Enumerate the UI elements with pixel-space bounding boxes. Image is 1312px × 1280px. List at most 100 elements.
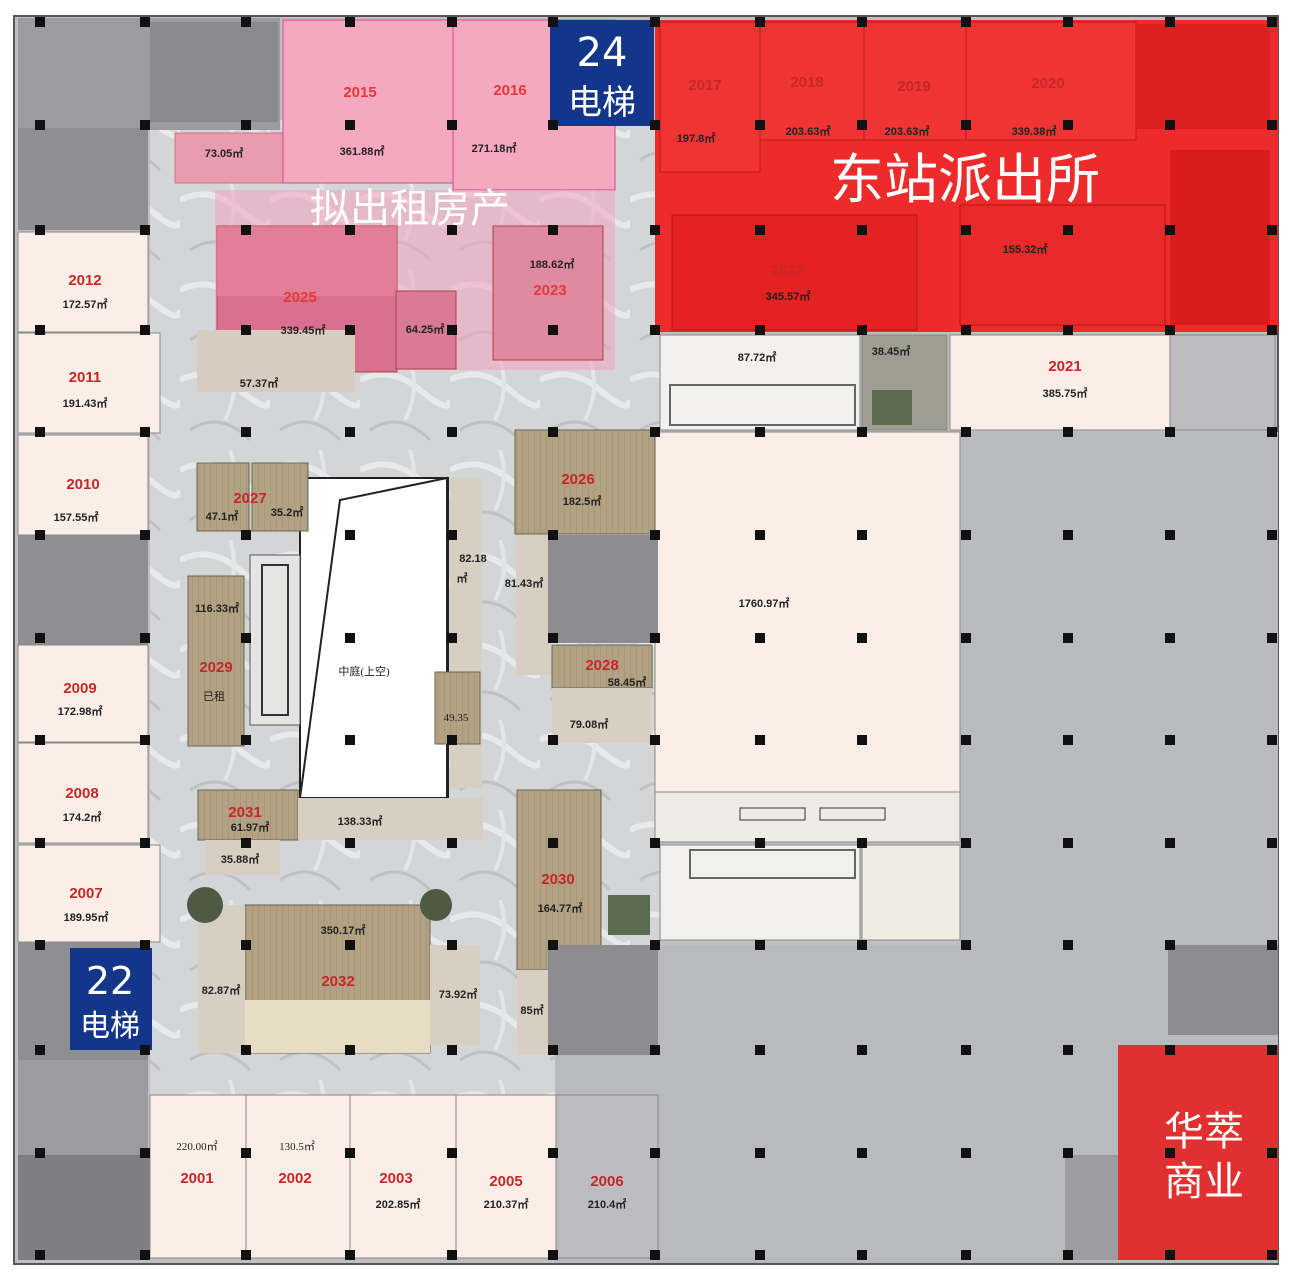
unit-85[interactable] (517, 970, 549, 1055)
column (1165, 225, 1175, 235)
unit-2019-area: 203.63㎡ (885, 124, 930, 138)
unit-38-45-area: 38.45㎡ (872, 344, 911, 358)
unit-81-43[interactable] (516, 535, 551, 675)
unit-2020[interactable] (965, 21, 1137, 141)
column (548, 1148, 558, 1158)
unit-2027-a[interactable] (196, 462, 250, 532)
column (140, 427, 150, 437)
unit-2018[interactable] (759, 21, 865, 141)
unit-2027-id: 2027 (233, 490, 266, 507)
unit-2016-area: 271.18㎡ (472, 141, 517, 155)
unit-2002[interactable] (245, 1094, 351, 1259)
column (1063, 530, 1073, 540)
unit-2006[interactable] (555, 1094, 659, 1259)
unit-2008[interactable] (17, 742, 149, 844)
column (140, 1250, 150, 1260)
column (447, 1148, 457, 1158)
column (650, 838, 660, 848)
unit-81-43-area: 81.43㎡ (505, 576, 544, 590)
unit-2023-area: 188.62㎡ (530, 257, 575, 271)
column (1267, 225, 1277, 235)
column (35, 120, 45, 130)
column (961, 1250, 971, 1260)
column (140, 1148, 150, 1158)
unit-64-25[interactable] (395, 290, 457, 370)
column (548, 940, 558, 950)
column (1063, 838, 1073, 848)
column (345, 1250, 355, 1260)
unit-49-35-area: 49.35 (444, 712, 469, 724)
unit-2010[interactable] (17, 434, 149, 536)
column (961, 427, 971, 437)
unit-2003[interactable] (349, 1094, 457, 1259)
unit-2021[interactable] (949, 334, 1171, 431)
unit-1760-97[interactable] (654, 431, 961, 793)
column (345, 1045, 355, 1055)
unit-2008-id: 2008 (65, 785, 98, 802)
unit-2030-id: 2030 (541, 871, 574, 888)
unit-2010-id: 2010 (66, 476, 99, 493)
column (140, 735, 150, 745)
unit-2021-id: 2021 (1048, 358, 1081, 375)
unit-2017[interactable] (659, 21, 761, 173)
unit-2005[interactable] (455, 1094, 557, 1259)
unit-57-37[interactable] (197, 330, 355, 392)
unit-2002-id: 2002 (278, 1170, 311, 1187)
unit-2019[interactable] (863, 21, 967, 141)
unit-2012[interactable] (17, 231, 149, 333)
unit-2029[interactable] (187, 575, 245, 747)
unit-2022[interactable] (671, 214, 918, 331)
column (447, 17, 457, 27)
unit-2020-id: 2020 (1031, 75, 1064, 92)
column (35, 17, 45, 27)
unit-2031[interactable] (197, 789, 299, 841)
unit-2028-id: 2028 (585, 657, 618, 674)
column (1165, 940, 1175, 950)
unit-73-05[interactable] (174, 132, 286, 184)
column (140, 1045, 150, 1055)
column (345, 940, 355, 950)
huacui-label-1: 华萃 (1164, 1109, 1244, 1155)
unit-2029-rented: 已租 (203, 690, 225, 703)
unit-2023[interactable] (492, 225, 604, 361)
unit-2029-id: 2029 (199, 659, 232, 676)
unit-2007[interactable] (17, 844, 161, 943)
unit-2009[interactable] (17, 644, 149, 743)
column (857, 17, 867, 27)
unit-82-87[interactable] (198, 905, 245, 1053)
unit-57-37-area: 57.37㎡ (240, 376, 279, 390)
column (755, 17, 765, 27)
unit-2015[interactable] (282, 19, 454, 184)
unit-138-33[interactable] (298, 798, 483, 840)
unit-73-92[interactable] (430, 945, 480, 1045)
column (1267, 325, 1277, 335)
unit-1760-97-area: 1760.97㎡ (739, 596, 790, 610)
unit-2008-area: 174.2㎡ (63, 810, 102, 824)
unit-2026[interactable] (514, 429, 656, 535)
column (1267, 735, 1277, 745)
unit-49-35[interactable] (434, 671, 481, 745)
unit-2028[interactable] (551, 644, 653, 689)
column (345, 120, 355, 130)
tree-2 (420, 889, 452, 921)
column (755, 1148, 765, 1158)
column (140, 325, 150, 335)
unit-2011[interactable] (17, 332, 161, 434)
escalator-north (669, 384, 856, 426)
column (345, 225, 355, 235)
unit-87-72[interactable] (659, 334, 861, 431)
planter-south (608, 895, 650, 935)
unit-79-08[interactable] (552, 688, 652, 743)
unit-2001[interactable] (149, 1094, 247, 1259)
unit-2027-b[interactable] (251, 462, 309, 532)
unit-64-25-area: 64.25㎡ (406, 322, 445, 336)
unit-155-32[interactable] (959, 204, 1166, 326)
unit-35-88-area: 35.88㎡ (221, 852, 260, 866)
column (345, 530, 355, 540)
column (1165, 1250, 1175, 1260)
unit-2030[interactable] (516, 789, 602, 971)
unit-2022-id: 2022 (771, 262, 804, 279)
unit-2001-area: 220.00㎡ (176, 1140, 217, 1153)
column (1063, 940, 1073, 950)
